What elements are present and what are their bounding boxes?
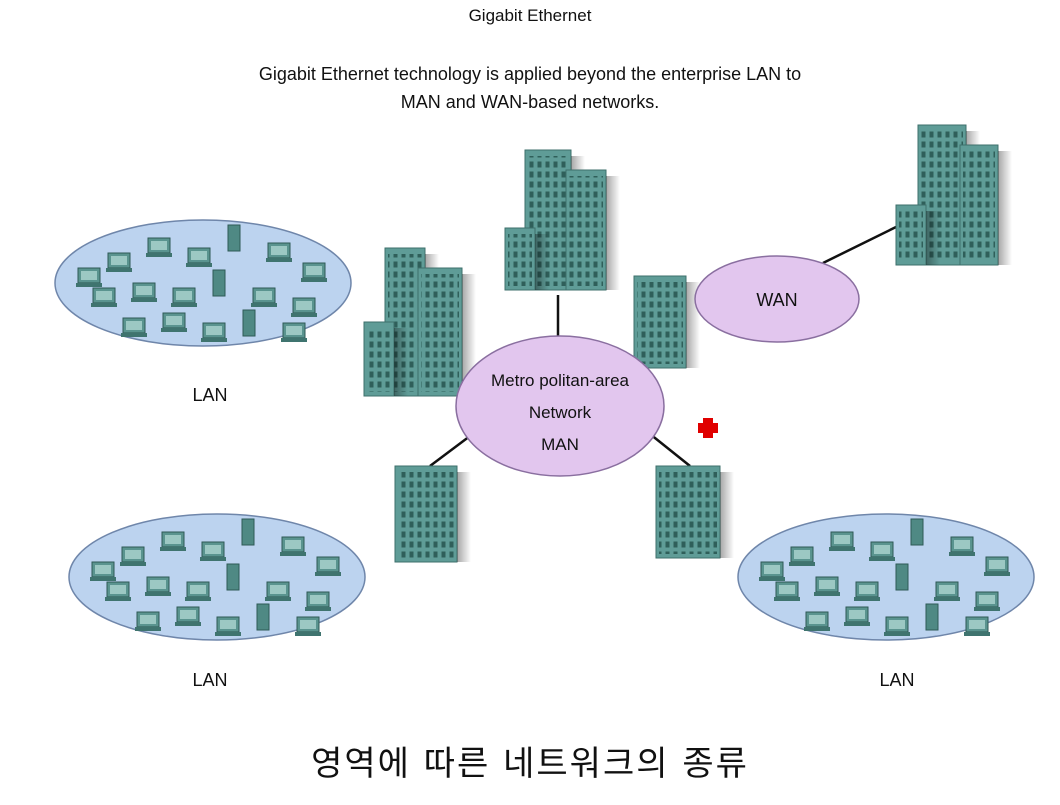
building-man-bottom-left — [394, 465, 471, 563]
figure-subtitle: Gigabit Ethernet technology is applied b… — [180, 60, 880, 116]
man-label-line-1: Metro politan-area — [491, 371, 630, 390]
subtitle-line-1: Gigabit Ethernet technology is applied b… — [258, 64, 802, 84]
man-label-line-2: Network — [529, 403, 592, 422]
red-cross-icon — [698, 418, 718, 438]
wan-cloud: WAN — [694, 255, 860, 343]
link-man-right-building — [649, 433, 691, 467]
figure-title: Gigabit Ethernet — [468, 6, 592, 25]
man-label-line-3: MAN — [541, 435, 579, 454]
lan-devices-top-left — [76, 224, 327, 342]
man-cloud: Metro politan-area Network MAN — [455, 335, 665, 477]
subtitle-line-2: MAN and WAN-based networks. — [400, 92, 660, 112]
lan-devices-bottom-left — [90, 518, 341, 636]
building-wan-far — [895, 124, 1012, 266]
lan-devices-bottom-right — [759, 518, 1010, 636]
buildings — [363, 124, 1012, 563]
building-man-top — [504, 149, 620, 291]
link-wan-far-building — [822, 225, 897, 265]
building-man-left — [363, 247, 476, 397]
wan-label: WAN — [756, 290, 797, 310]
lan-label-top-left: LAN — [192, 385, 227, 405]
building-man-bottom-right — [655, 465, 734, 559]
building-wan-near — [633, 275, 700, 369]
lan-label-bottom-left: LAN — [192, 670, 227, 690]
figure-caption: 영역에 따른 네트워크의 종류 — [311, 744, 749, 784]
lan-label-bottom-right: LAN — [879, 670, 914, 690]
connections — [429, 225, 897, 467]
link-man-left-building — [429, 435, 471, 467]
lan-devices — [76, 224, 1010, 636]
